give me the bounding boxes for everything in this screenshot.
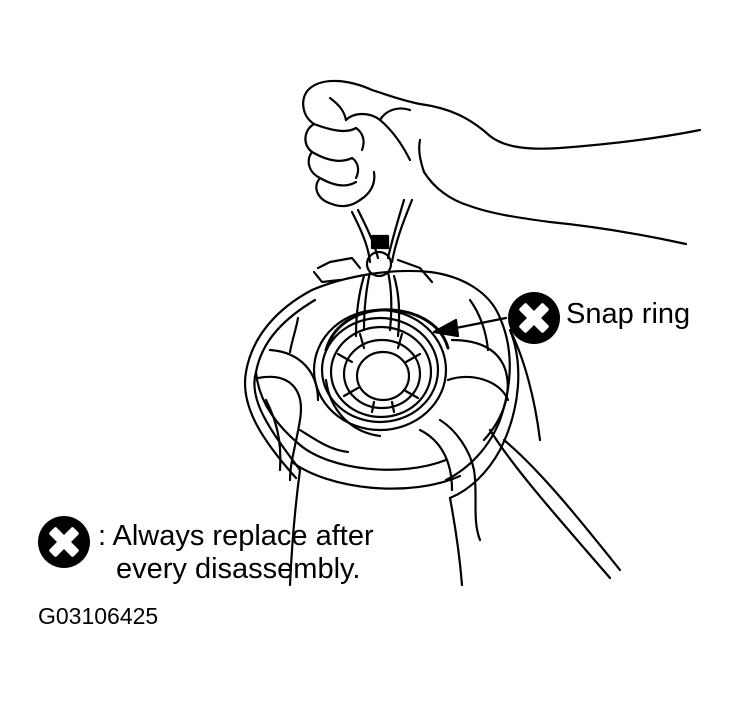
snap-ring-label: Snap ring: [566, 298, 691, 330]
legend-text-line1: : Always replace after: [98, 520, 374, 552]
transfer-case-body: [288, 328, 622, 587]
legend-text-line2: every disassembly.: [116, 553, 361, 585]
x-circle-icon: [38, 516, 90, 568]
technician-hand: [302, 79, 702, 246]
figure-code: G03106425: [38, 603, 159, 629]
bearing-ring-assembly: [312, 308, 448, 438]
snap-ring-pliers: [312, 198, 434, 338]
snap-ring-pointer: [432, 316, 508, 338]
x-circle-icon: [508, 292, 560, 344]
